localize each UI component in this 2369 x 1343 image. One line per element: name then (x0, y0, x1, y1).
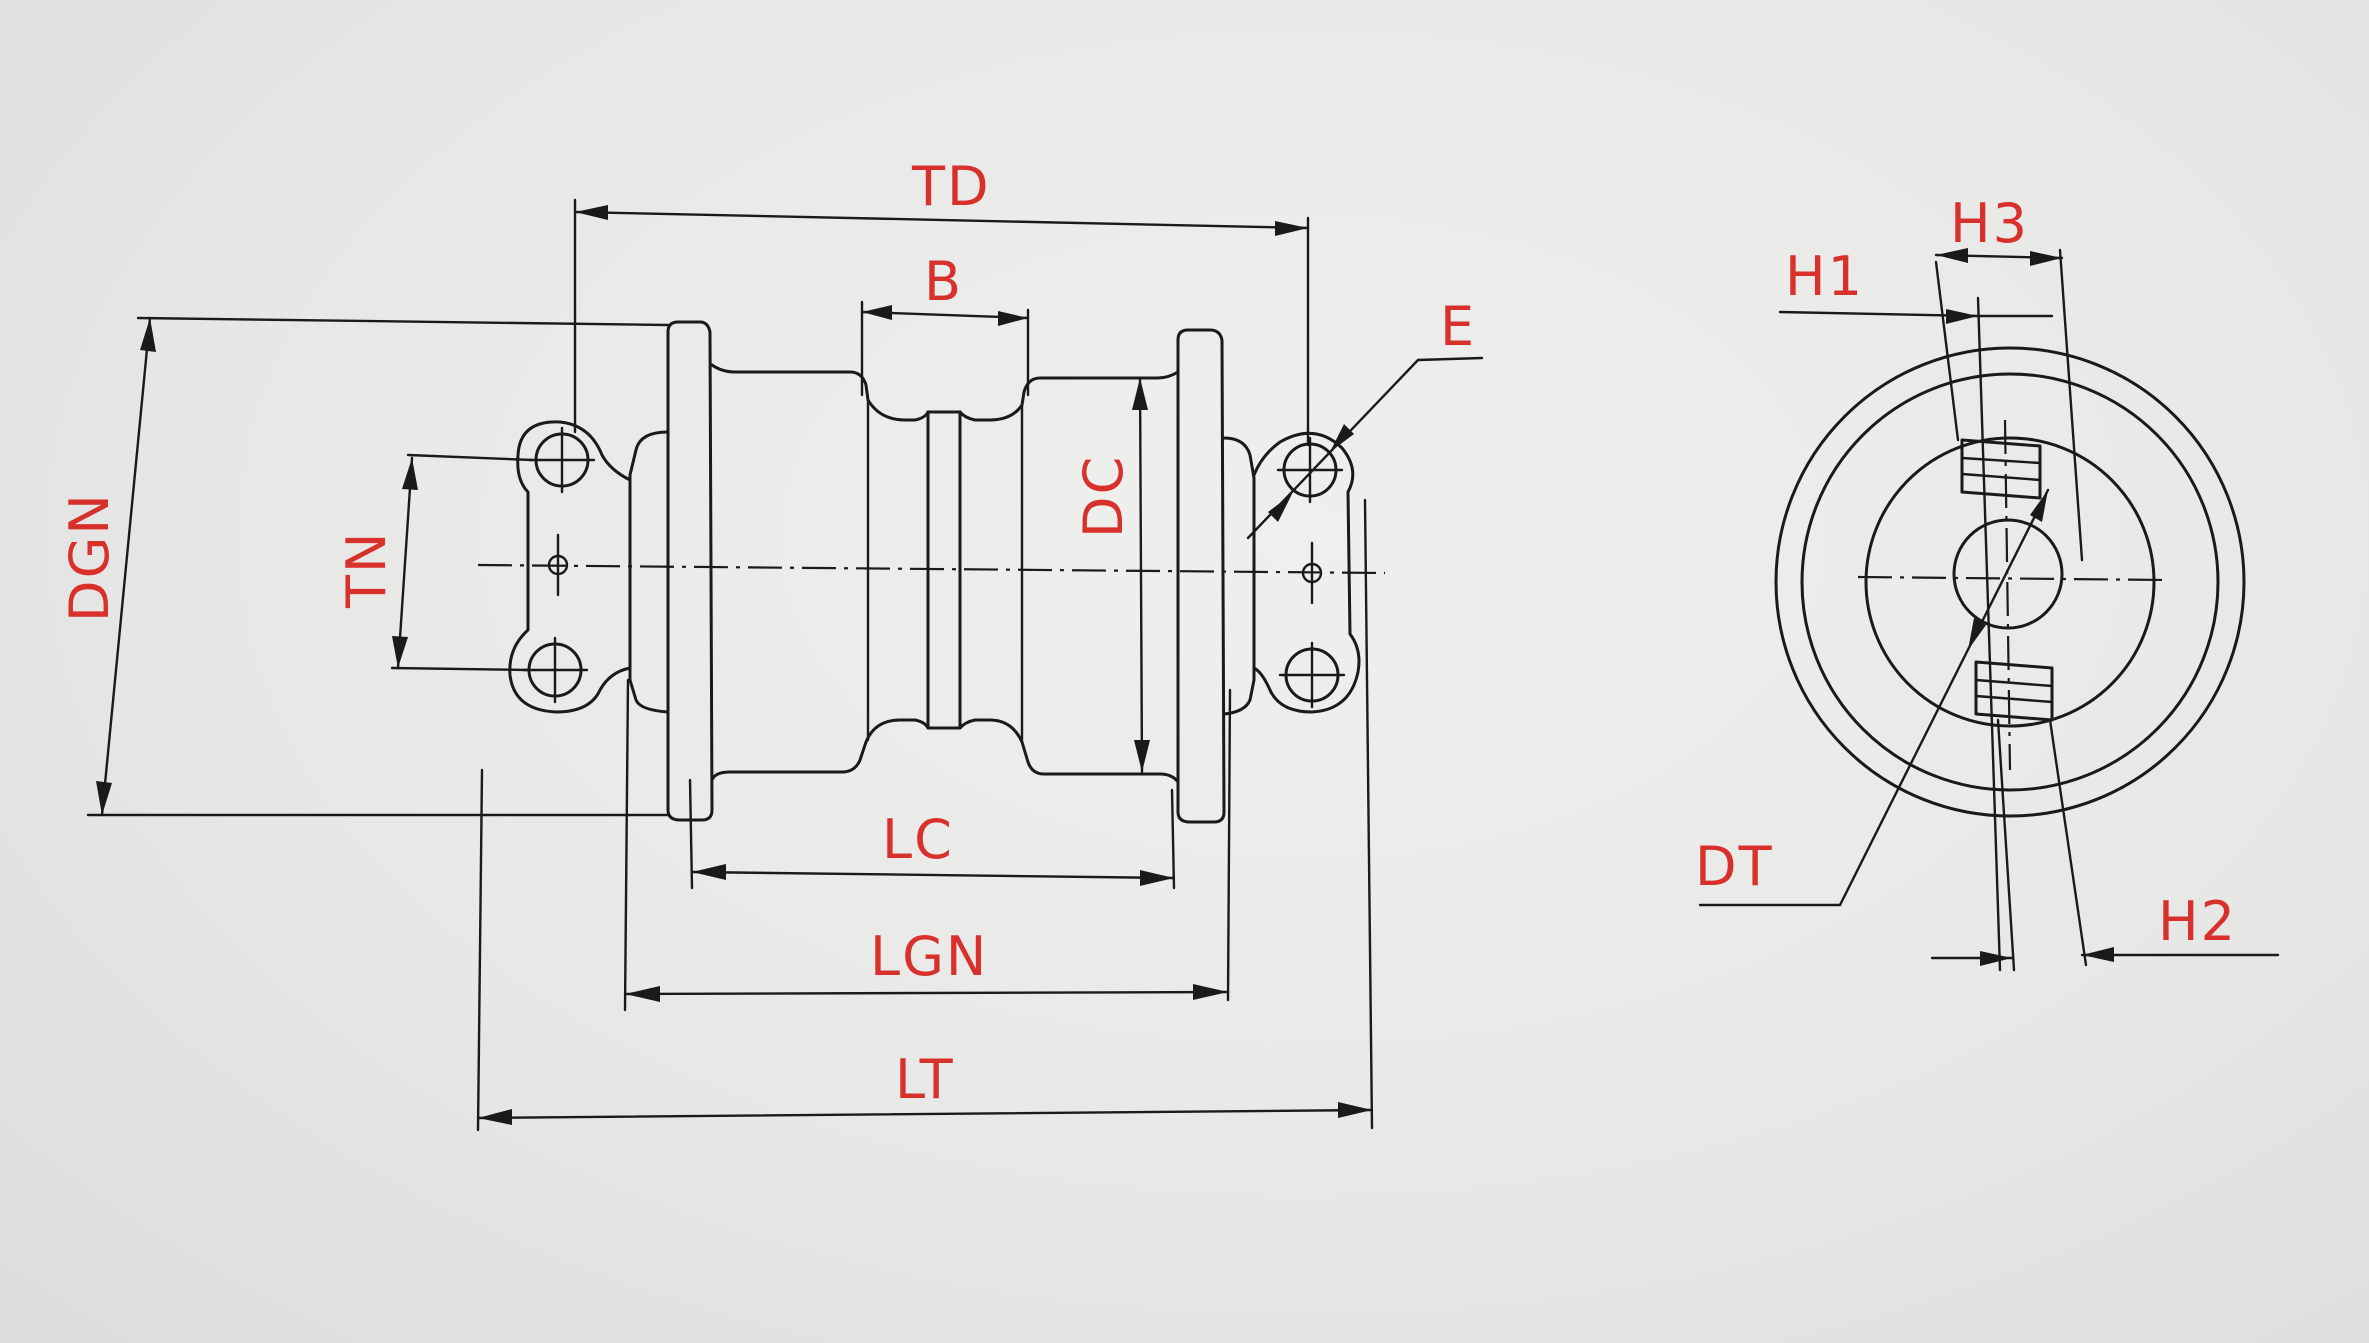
right-end-bracket (1252, 431, 1361, 714)
dimension-td: TD (573, 155, 1310, 447)
dimension-dc: DC (1072, 376, 1150, 774)
dimension-lt: LT (476, 498, 1374, 1132)
dimension-h2: H2 (1930, 890, 2280, 966)
label-lgn: LGN (870, 925, 988, 988)
dimension-dgn: DGN (58, 316, 670, 817)
label-lt: LT (895, 1048, 955, 1111)
front-view-dimensions: TD B E DGN (58, 155, 1484, 1132)
end-view-dimensions: H3 H1 DT H2 (1695, 192, 2280, 966)
dimension-e: E (1246, 295, 1484, 540)
label-dc: DC (1072, 455, 1135, 538)
label-dgn: DGN (58, 492, 121, 622)
label-lc: LC (882, 808, 954, 871)
label-dt: DT (1695, 835, 1774, 898)
roller-end-view (1774, 248, 2246, 972)
h2-ext-left (1996, 718, 2016, 972)
roller-front-view (477, 320, 1386, 824)
dimension-b: B (860, 250, 1030, 397)
end-view-v-centerline (2003, 419, 2012, 771)
dimension-h1: H1 (1778, 245, 2054, 324)
dimension-h3: H3 (1934, 192, 2064, 266)
collar-circle (1864, 436, 2156, 728)
shaft-flat-bottom (1974, 660, 2054, 722)
label-e: E (1440, 295, 1476, 358)
left-roller-body (710, 363, 930, 782)
left-end-bracket (508, 420, 632, 714)
label-h2: H2 (2158, 890, 2237, 953)
shaft-flat-top (1960, 438, 2042, 500)
tread-circle (1800, 372, 2220, 792)
h3-ext-right (2058, 248, 2084, 562)
h3-ext-left (1934, 260, 1960, 442)
label-b: B (924, 250, 963, 313)
outer-flange-circle (1774, 346, 2246, 818)
h2-ext-right (2048, 718, 2088, 967)
dimension-lgn: LGN (623, 678, 1232, 1012)
dimension-tn: TN (335, 453, 534, 672)
label-tn: TN (335, 531, 398, 609)
right-collar (1222, 436, 1256, 716)
shaft-bore-circle (1952, 518, 2064, 630)
left-flange (666, 320, 714, 822)
h1-ext (1976, 296, 2002, 972)
roller-centerline (477, 563, 1386, 575)
bolt-hole-bottom-left (521, 636, 589, 704)
right-flange (1176, 328, 1226, 824)
label-td: TD (911, 155, 991, 218)
bolt-hole-top-left (528, 426, 596, 494)
label-h1: H1 (1785, 245, 1864, 308)
dimension-dt: DT (1695, 488, 2050, 907)
end-view-h-centerline (1857, 575, 2167, 582)
label-h3: H3 (1950, 192, 2029, 255)
bolt-hole-bottom-right (1278, 641, 1346, 709)
dimension-lc: LC (688, 778, 1176, 890)
left-collar (628, 430, 670, 714)
right-roller-body (958, 370, 1180, 784)
bolt-hole-top-right (1276, 436, 1344, 504)
